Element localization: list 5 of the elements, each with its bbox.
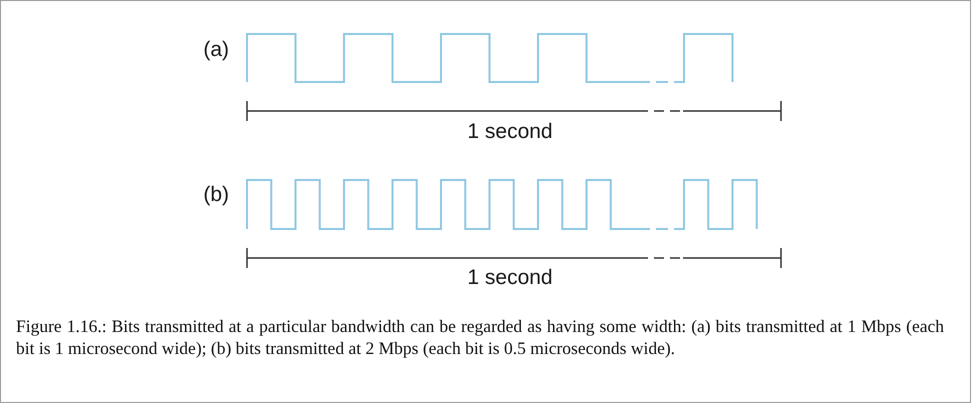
dimension-label: 1 second <box>467 120 553 143</box>
dimension-label: 1 second <box>467 266 553 289</box>
figure-caption: Figure 1.16.: Bits transmitted at a particular bandwidth can be regarded as having some width: (a) bits transmitted at 1 Mbps (each bit is 1 microsecond wide); (b) bits transmitted at 2 Mbps (each bit is 0.5 microseconds wide). <box>16 315 944 359</box>
panel-label: (b) <box>203 183 229 206</box>
panel-label: (a) <box>203 38 229 61</box>
